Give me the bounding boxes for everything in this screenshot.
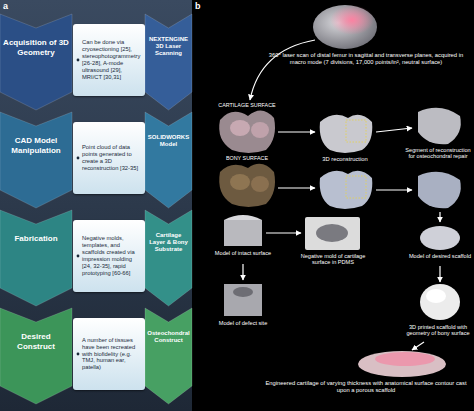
description-box: Negative molds, templates, and scaffolds… xyxy=(73,220,145,292)
example-title: Cartilage Layer & Bony Substrate xyxy=(145,210,192,254)
surface-label: CARTILAGE SURFACE xyxy=(212,102,282,108)
engineered-cartilage-photo xyxy=(358,351,446,377)
chevron-shape xyxy=(145,112,192,208)
image-caption: 360° laser scan of distal femur in sagit… xyxy=(262,52,470,65)
bullet-dot xyxy=(76,58,80,62)
chevron-shape xyxy=(145,210,192,306)
example-chevron: Osteochondral Construct xyxy=(145,308,192,404)
panel-letter: b xyxy=(195,1,207,11)
bullet-dot xyxy=(76,352,80,356)
femur-scan xyxy=(313,5,377,49)
description-text: Negative molds, templates, and scaffolds… xyxy=(73,234,145,278)
image-caption: 3D reconstruction xyxy=(312,156,378,163)
image-caption: 3D printed scaffold with geometry of bon… xyxy=(404,324,472,337)
example-chevron: NEXTENGINE 3D Laser Scanning xyxy=(145,14,192,110)
description-text: Point cloud of data points generated to … xyxy=(73,143,145,173)
fabrication-models xyxy=(224,215,460,320)
step-title: Fabrication xyxy=(0,210,72,244)
chevron-shape xyxy=(0,112,72,208)
description-text: A number of tissues have been recreated … xyxy=(73,336,145,373)
panel-letter: a xyxy=(3,1,15,11)
step-chevron: Fabrication xyxy=(0,210,72,306)
chevron-shape xyxy=(145,308,192,404)
chevron-shape xyxy=(0,308,72,404)
panel-a-background xyxy=(0,0,192,411)
description-box: A number of tissues have been recreated … xyxy=(73,318,145,390)
chevron-shape xyxy=(0,210,72,306)
cartilage-surface-photo xyxy=(219,110,275,153)
surface-label: BONY SURFACE xyxy=(212,155,282,161)
image-caption: Segment of reconstruction for osteochond… xyxy=(404,147,472,160)
chevron-shape xyxy=(145,14,192,110)
example-chevron: SOLIDWORKS Model xyxy=(145,112,192,208)
step-title: Acquisition of 3D Geometry xyxy=(0,14,72,57)
bullet-dot xyxy=(76,254,80,258)
step-chevron: Desired Construct xyxy=(0,308,72,404)
chevron-shape xyxy=(0,14,72,110)
description-box: Can be done via cryosectioning [25], ste… xyxy=(73,24,145,96)
description-box: Point cloud of data points generated to … xyxy=(73,122,145,194)
step-chevron: Acquisition of 3D Geometry xyxy=(0,14,72,110)
example-title: NEXTENGINE 3D Laser Scanning xyxy=(145,14,192,58)
image-caption: Model of defect site xyxy=(212,320,274,326)
step-chevron: CAD Model Manipulation xyxy=(0,112,72,208)
example-title: Osteochondral Construct xyxy=(145,308,192,344)
example-chevron: Cartilage Layer & Bony Substrate xyxy=(145,210,192,306)
description-text: Can be done via cryosectioning [25], ste… xyxy=(73,38,145,82)
image-caption: Model of intact surface xyxy=(212,250,274,256)
process-arrows xyxy=(243,40,440,350)
image-caption: Negative mold of cartilage surface in PD… xyxy=(298,253,368,266)
step-title: Desired Construct xyxy=(0,308,72,351)
step-title: CAD Model Manipulation xyxy=(0,112,72,155)
panel-b-background xyxy=(192,0,474,411)
example-title: SOLIDWORKS Model xyxy=(145,112,192,148)
image-caption: Engineered cartilage of varying thicknes… xyxy=(262,380,470,393)
bullet-dot xyxy=(76,156,80,160)
image-caption: Model of desired scaffold xyxy=(408,253,472,259)
bony-surface-photo xyxy=(219,164,275,207)
